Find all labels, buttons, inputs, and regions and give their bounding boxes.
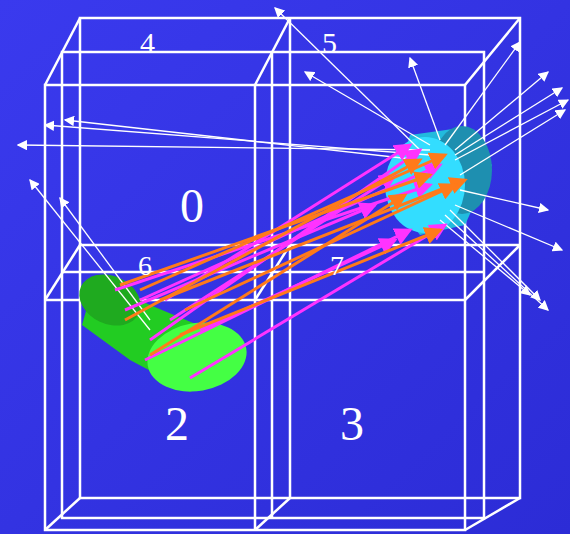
octant-number: 7 [330,252,344,280]
octant-number: 4 [140,28,155,58]
octant-number: 6 [138,252,152,280]
octant-number: 5 [322,28,337,58]
octant-number: 2 [165,400,189,448]
octant-number: 3 [340,400,364,448]
octant-number: 0 [180,182,204,230]
